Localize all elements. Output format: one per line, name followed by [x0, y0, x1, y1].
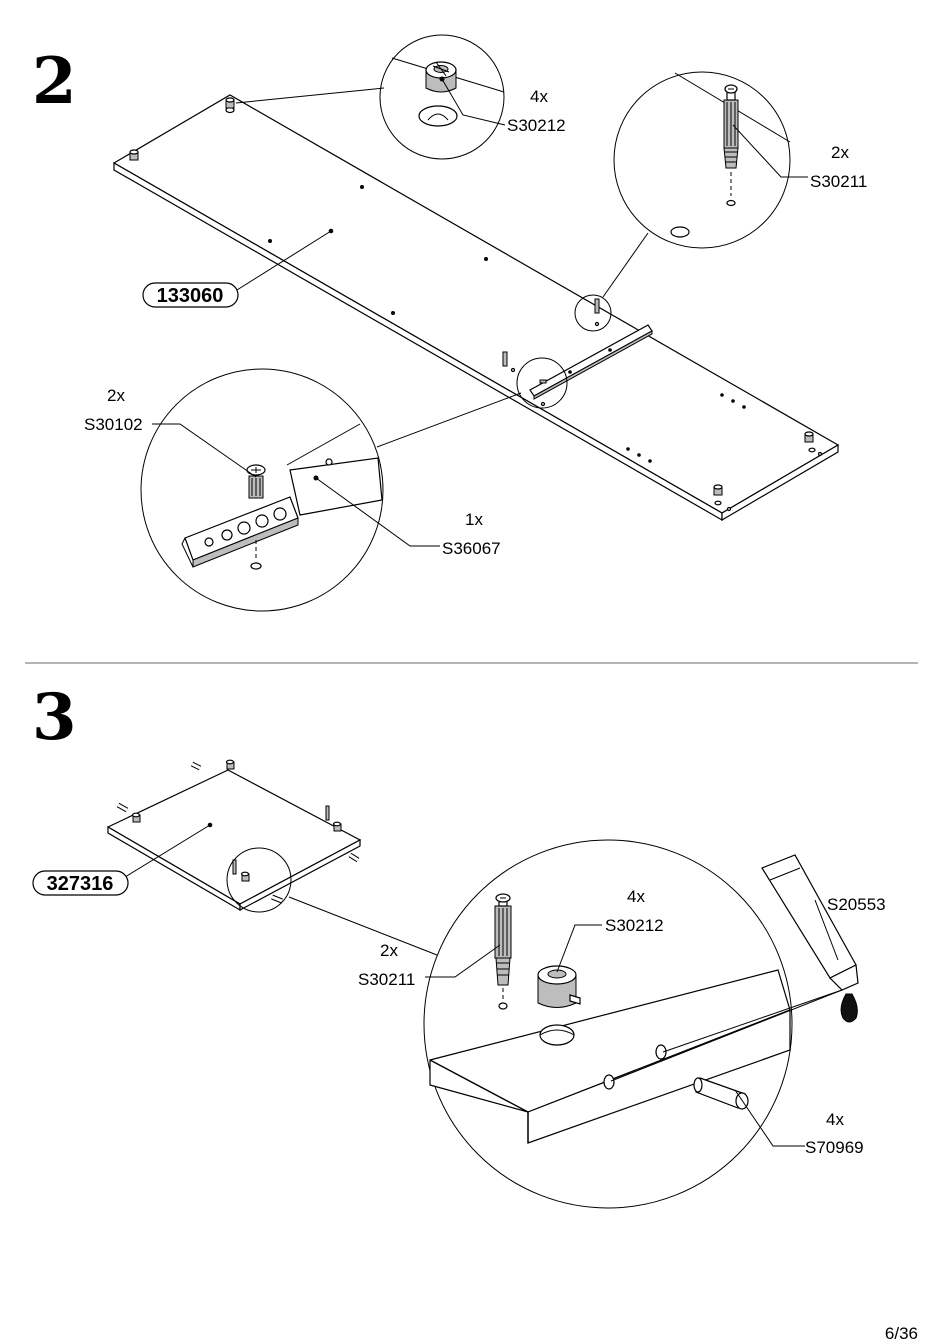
dowel-icon: [190, 761, 202, 771]
step-number: 3: [32, 680, 77, 755]
square-board-327316: [106, 759, 362, 912]
callout-qty: 1x: [465, 510, 483, 529]
panel-part-number: 133060: [157, 285, 224, 307]
part-code: S30211: [358, 970, 415, 989]
cam-lock-icon: [804, 431, 816, 453]
dowel-icon: [271, 894, 283, 904]
dowel-icon: [693, 1077, 749, 1110]
cam-lock-icon: [713, 484, 723, 506]
panel-part-number: 327316: [47, 873, 114, 895]
panel-label-133060: 133060: [142, 230, 332, 308]
part-code: S36067: [442, 539, 501, 558]
part-code: S30102: [84, 415, 143, 434]
long-board-133060: [112, 94, 840, 522]
part-code: S70969: [805, 1138, 864, 1157]
dowel-icon: [348, 852, 360, 863]
step-number: 2: [32, 44, 77, 119]
callout-qty: 4x: [826, 1110, 844, 1129]
detail-callout-runner: 2x S30102 1x S36067: [84, 368, 501, 612]
callout-qty: 2x: [831, 143, 849, 162]
detail-marker: [574, 294, 612, 332]
part-code: S20553: [827, 895, 886, 914]
bolt-icon: [502, 351, 516, 373]
panel-label-327316: 327316: [32, 824, 211, 896]
dowel-icon: [116, 802, 129, 813]
detail-callout-cam-lock: 4x S30212: [379, 34, 566, 160]
callout-qty: 4x: [627, 887, 645, 906]
step-2: 2: [32, 34, 867, 612]
detail-marker: [516, 357, 568, 409]
page-number: 6/36: [885, 1324, 918, 1343]
detail-callout-edge: 2x S30211 4x S30212 S20553 4x S70969: [358, 839, 886, 1209]
callout-qty: 2x: [380, 941, 398, 960]
part-code: S30212: [605, 916, 664, 935]
part-code: S30211: [810, 172, 867, 191]
callout-qty: 4x: [530, 87, 548, 106]
cam-lock-icon: [129, 149, 139, 161]
glue-tube-icon: [761, 854, 859, 1023]
step-3: 3: [32, 680, 886, 1209]
part-code: S30212: [507, 116, 566, 135]
cam-lock-icon: [225, 97, 235, 114]
bolt-icon: [594, 298, 600, 327]
detail-marker: [226, 847, 292, 913]
drawer-runner-icon: [529, 324, 653, 400]
detail-callout-bolt: 2x S30211: [613, 71, 867, 249]
callout-qty: 2x: [107, 386, 125, 405]
